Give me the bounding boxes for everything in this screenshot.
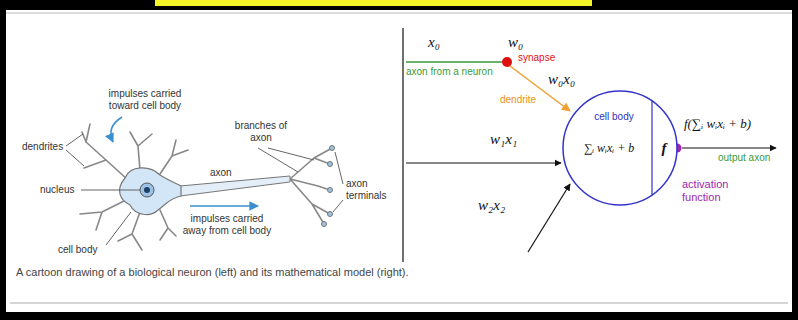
divider-line bbox=[402, 28, 403, 262]
math-formula: ∑ᵢ wᵢxᵢ + b bbox=[584, 141, 635, 155]
impulse-arrow bbox=[190, 205, 258, 207]
leader-lines bbox=[66, 134, 343, 245]
neuron-illustration bbox=[80, 124, 332, 250]
axon-terminal-knobs bbox=[322, 146, 335, 227]
label-slot: w₀ bbox=[508, 33, 523, 51]
label-slot: branches of axon bbox=[230, 120, 292, 144]
node-heading: cell body bbox=[594, 111, 633, 123]
label-slot: w₂x₂ bbox=[478, 196, 505, 214]
nucleus-shape bbox=[140, 183, 154, 197]
impulse-arrow bbox=[111, 117, 122, 142]
activation-divider bbox=[651, 101, 652, 195]
dendrite-branch bbox=[160, 140, 188, 174]
part-label: output axon bbox=[718, 152, 770, 164]
dendrite-branch bbox=[82, 124, 128, 180]
node-text-slot: f bbox=[662, 139, 667, 157]
label-slot: impulses carried away from cell body bbox=[180, 213, 274, 237]
annotation-text: impulses carried toward cell body bbox=[100, 88, 190, 112]
node-text-slot: ∑ᵢ wᵢxᵢ + b bbox=[584, 141, 635, 155]
math-symbol: w₂x₂ bbox=[478, 196, 505, 214]
input-arrow bbox=[406, 162, 561, 163]
label-slot: axon bbox=[210, 167, 232, 179]
part-label: nucleus bbox=[40, 184, 74, 196]
part-label: synapse bbox=[518, 52, 555, 64]
label-slot: output axon bbox=[718, 152, 770, 164]
figure-caption: A cartoon drawing of a biological neuron… bbox=[16, 266, 409, 279]
label-slot: w₁x₁ bbox=[490, 130, 517, 148]
highlight-bar bbox=[155, 0, 592, 6]
label-slot: cell body bbox=[58, 244, 97, 256]
label-slot: f(∑ᵢ wᵢxᵢ + b) bbox=[684, 116, 751, 132]
math-symbol: x₀ bbox=[428, 33, 440, 51]
part-label: axon from a neuron bbox=[406, 66, 493, 78]
part-label: dendrites bbox=[22, 141, 63, 153]
label-slot: nucleus bbox=[40, 184, 74, 196]
nucleus-core bbox=[144, 187, 150, 193]
part-label: axon bbox=[210, 167, 232, 179]
math-formula: f(∑ᵢ wᵢxᵢ + b) bbox=[684, 116, 751, 132]
part-label: dendrite bbox=[500, 94, 536, 106]
math-symbol: w₀ bbox=[508, 33, 523, 51]
node-text-slot: cell body bbox=[594, 111, 633, 123]
label-slot: x₀ bbox=[428, 33, 440, 51]
input-arrow bbox=[528, 184, 570, 252]
neuron-model-circle: cell body ∑ᵢ wᵢxᵢ + b f bbox=[562, 90, 678, 206]
dendrite-branch bbox=[130, 132, 152, 170]
dendrite-branch bbox=[118, 212, 142, 250]
annotation-text: impulses carried away from cell body bbox=[180, 213, 274, 237]
label-slot: impulses carried toward cell body bbox=[100, 88, 190, 112]
label-slot: synapse bbox=[518, 52, 555, 64]
part-label: activation function bbox=[682, 178, 738, 204]
part-label: branches of axon bbox=[230, 120, 292, 144]
bottom-rule bbox=[10, 303, 788, 304]
cell-body-circle bbox=[563, 91, 677, 205]
label-slot: axon terminals bbox=[346, 178, 396, 202]
input-axon-line bbox=[406, 61, 502, 63]
top-rule bbox=[6, 13, 792, 14]
label-slot: activation function bbox=[682, 178, 738, 204]
dendrite-branch bbox=[80, 200, 126, 230]
caption-slot: A cartoon drawing of a biological neuron… bbox=[16, 266, 409, 279]
cell-body-shape bbox=[120, 168, 181, 215]
label-slot: w₀x₀ bbox=[548, 70, 575, 88]
output-arrow bbox=[682, 147, 776, 148]
label-slot: dendrites bbox=[22, 141, 63, 153]
part-label: cell body bbox=[58, 244, 97, 256]
dendrite-branch bbox=[160, 210, 176, 240]
synapse-dot bbox=[502, 57, 512, 67]
label-slot: dendrite bbox=[500, 94, 536, 106]
math-symbol: f bbox=[662, 139, 667, 157]
label-slot: axon from a neuron bbox=[406, 66, 493, 78]
math-symbol: w₁x₁ bbox=[490, 130, 517, 148]
part-label: axon terminals bbox=[346, 178, 396, 202]
math-symbol: w₀x₀ bbox=[548, 70, 575, 88]
axon-shape bbox=[180, 176, 290, 196]
